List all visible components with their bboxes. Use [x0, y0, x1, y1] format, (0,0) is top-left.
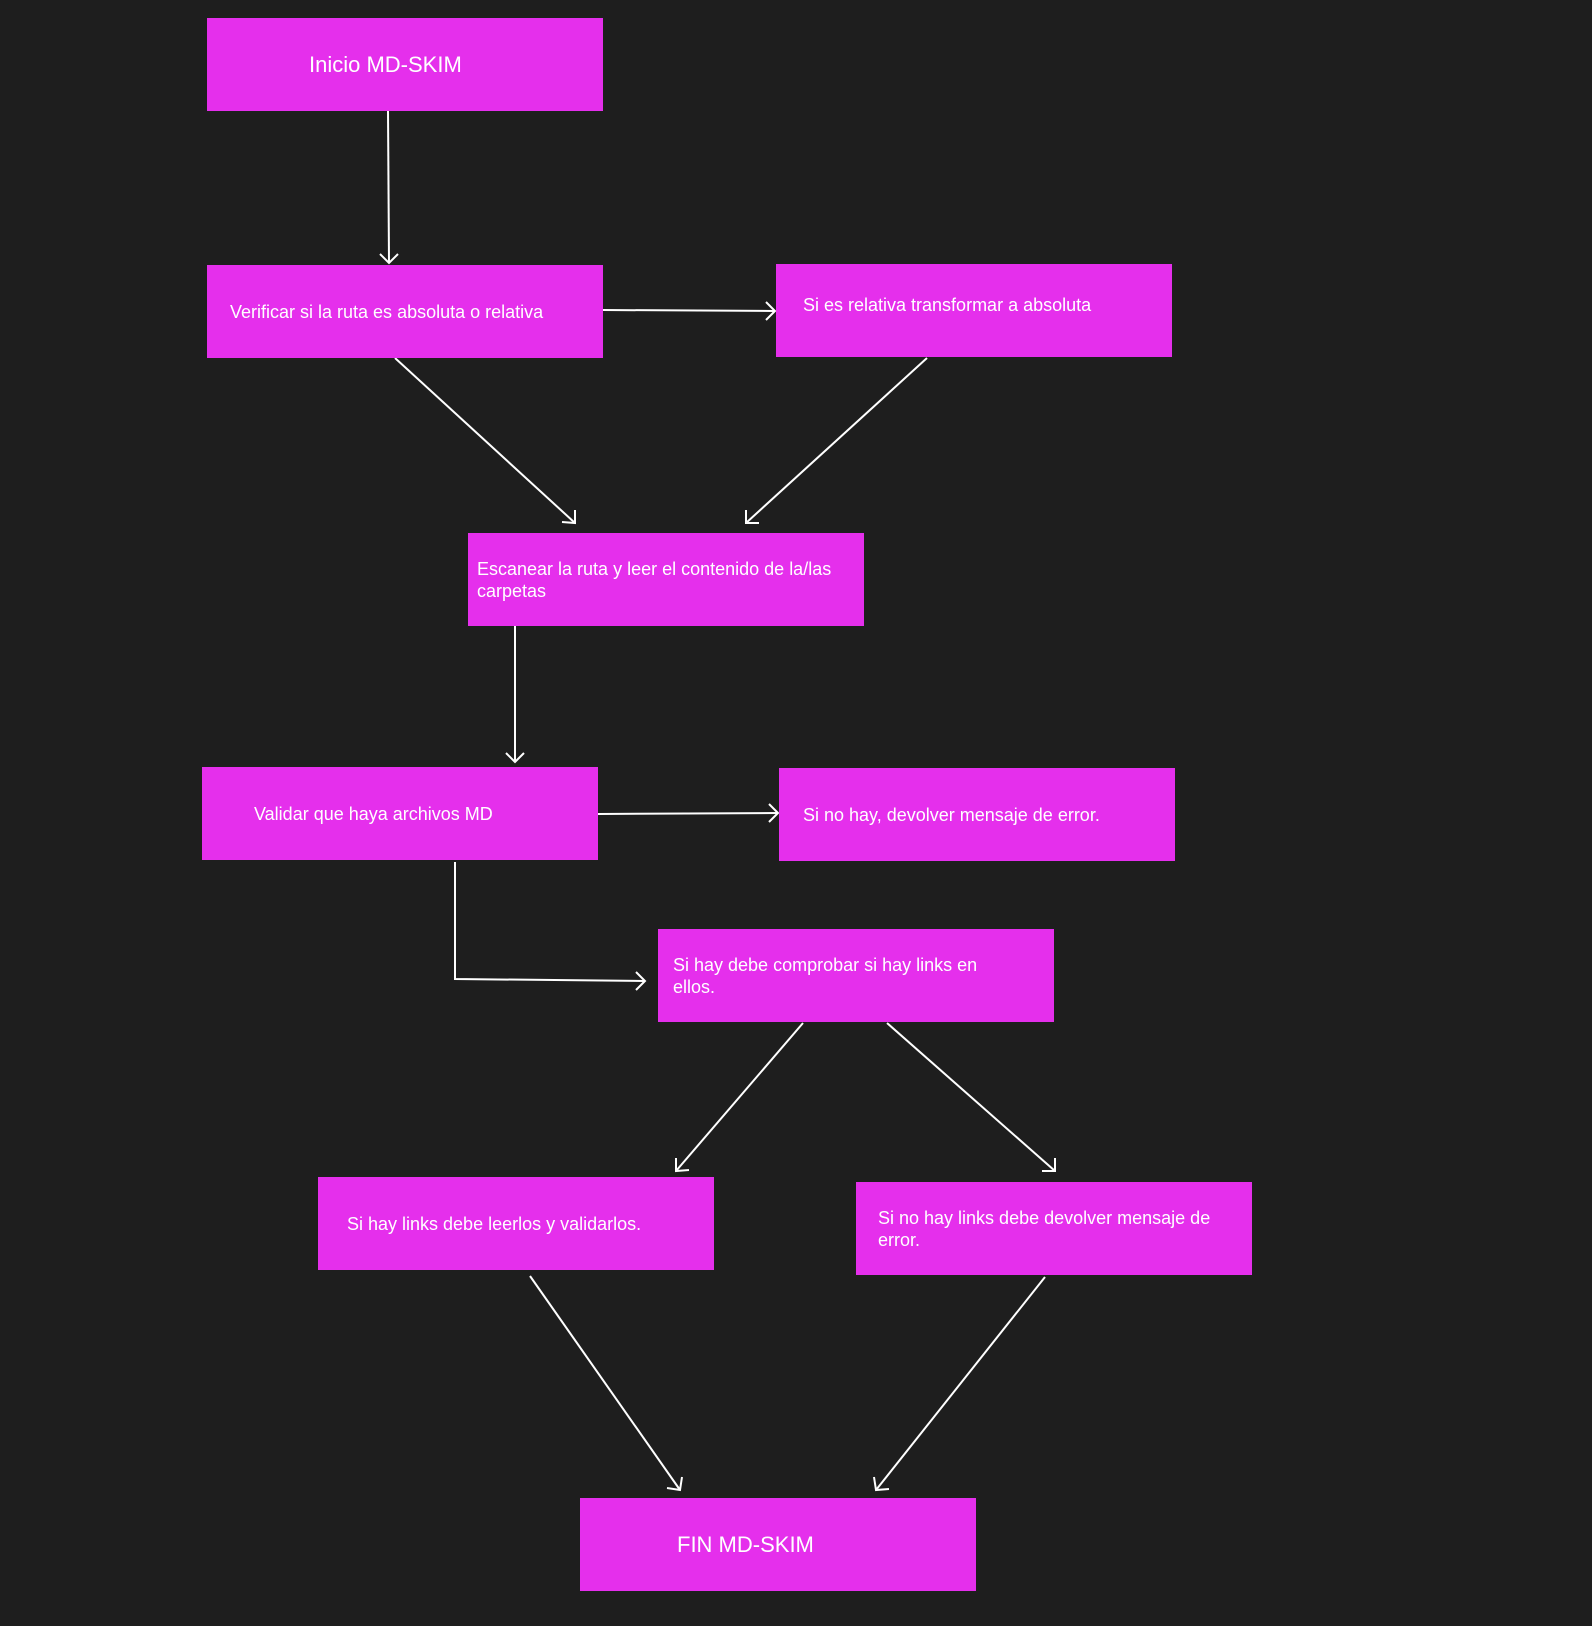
- node-scan[interactable]: Escanear la ruta y leer el contenido de …: [468, 533, 864, 626]
- node-start-label: Inicio MD-SKIM: [309, 51, 462, 77]
- edge-start-to-check-path: [379, 110, 399, 265]
- edge-no-links-error-to-end: [873, 1276, 1046, 1492]
- node-validate-md-label: Validar que haya archivos MD: [254, 803, 493, 824]
- node-scan-label: Escanear la ruta y leer el contenido de …: [477, 558, 832, 601]
- node-read-links[interactable]: Si hay links debe leerlos y validarlos.: [318, 1177, 714, 1270]
- edge-validate-to-check-links: [454, 862, 647, 991]
- node-to-absolute[interactable]: Si es relativa transformar a absoluta: [776, 264, 1172, 357]
- node-check-path-label: Verificar si la ruta es absoluta o relat…: [230, 301, 544, 322]
- edge-check-links-to-read-links: [675, 1022, 804, 1173]
- node-no-md-error-label: Si no hay, devolver mensaje de error.: [803, 804, 1100, 825]
- node-no-links-error-label: Si no hay links debe devolver mensaje de…: [878, 1207, 1211, 1250]
- edge-read-links-to-end: [529, 1275, 683, 1492]
- edge-scan-to-validate: [505, 626, 525, 764]
- edge-check-path-to-scan: [394, 357, 576, 525]
- node-check-links[interactable]: Si hay debe comprobar si hay links en el…: [658, 929, 1054, 1022]
- edge-check-path-to-absolute: [602, 301, 777, 321]
- node-no-links-error[interactable]: Si no hay links debe devolver mensaje de…: [856, 1182, 1252, 1275]
- node-check-path[interactable]: Verificar si la ruta es absoluta o relat…: [207, 265, 603, 358]
- edge-validate-to-no-md-error: [597, 803, 780, 823]
- node-check-links-label: Si hay debe comprobar si hay links en el…: [673, 954, 978, 997]
- node-end[interactable]: FIN MD-SKIM: [580, 1498, 976, 1591]
- edge-check-links-to-no-links-error: [886, 1022, 1056, 1172]
- node-start[interactable]: Inicio MD-SKIM: [207, 18, 603, 111]
- node-no-md-error[interactable]: Si no hay, devolver mensaje de error.: [779, 768, 1175, 861]
- node-read-links-label: Si hay links debe leerlos y validarlos.: [347, 1213, 642, 1234]
- node-to-absolute-label: Si es relativa transformar a absoluta: [803, 295, 1092, 315]
- node-validate-md[interactable]: Validar que haya archivos MD: [202, 767, 598, 860]
- node-end-label: FIN MD-SKIM: [677, 1531, 814, 1557]
- edge-absolute-to-scan: [745, 357, 928, 524]
